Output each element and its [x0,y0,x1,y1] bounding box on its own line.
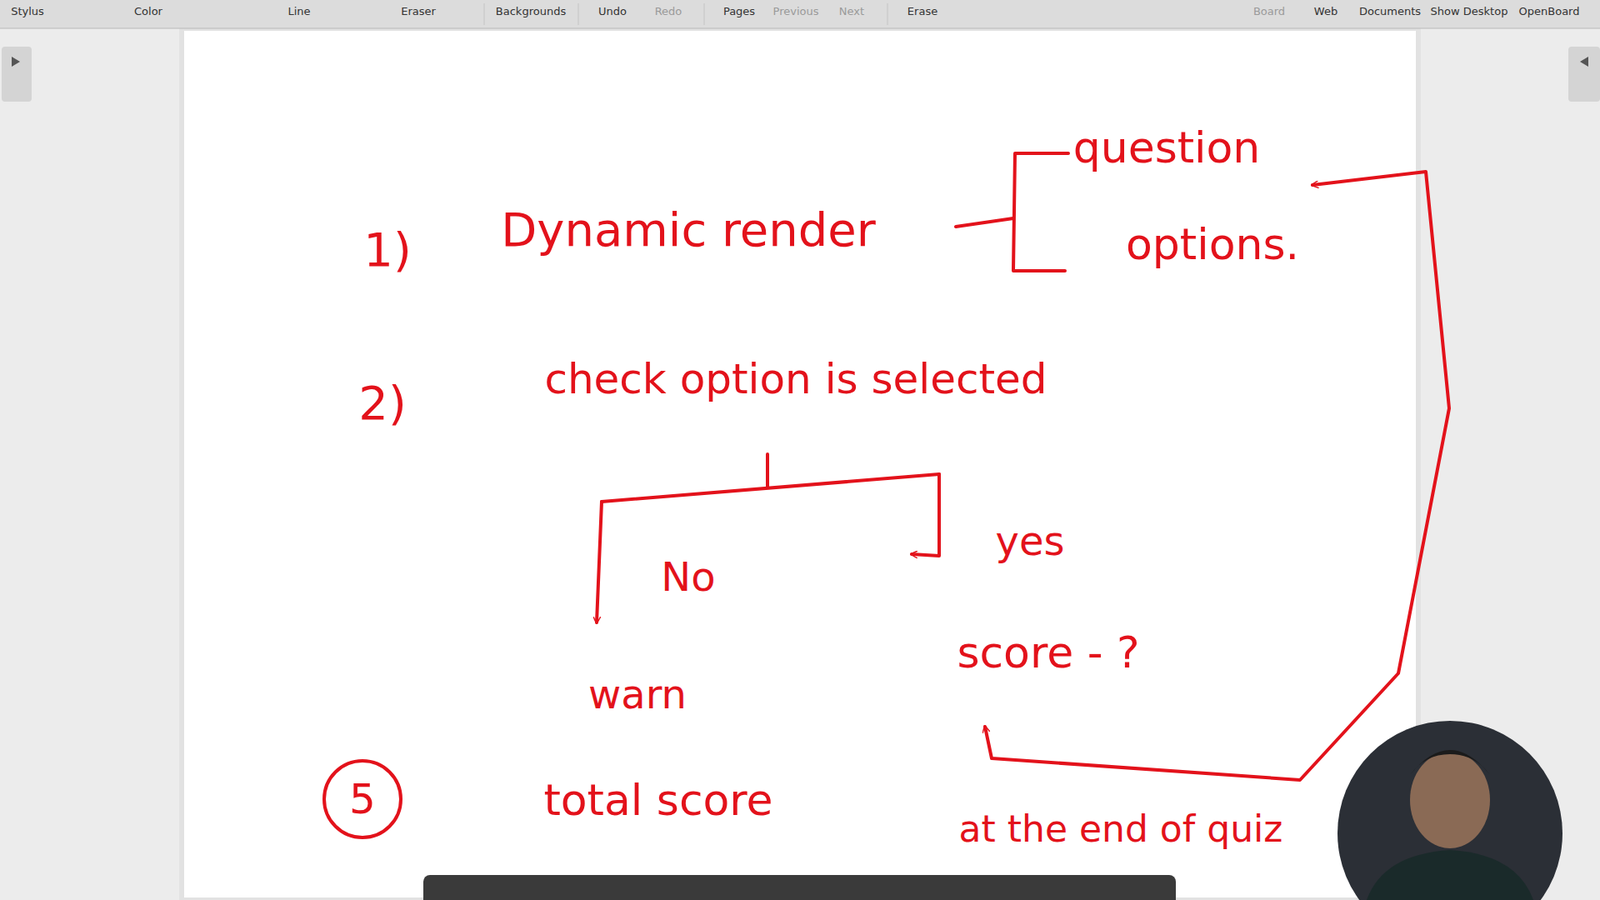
handwritten-note: options. [1125,220,1300,269]
toolbar-button: Previous [773,5,820,18]
branch-bar [601,474,940,502]
toolbar [0,0,1600,29]
toolbar-button: Stylus [10,5,45,18]
branch-label: yes [995,519,1065,564]
branch-label: No [660,555,715,600]
left-tab-icon [11,56,20,67]
board-page [181,28,1419,900]
handwritten-note: Dynamic render [500,204,876,256]
toolbar-button: Color [134,5,163,18]
toolbar-button: Pages [723,5,755,18]
toolbar-button: Undo [598,5,627,18]
right-tab-icon [1580,56,1589,67]
right-tab [1568,46,1600,102]
handwritten-note: at the end of quiz [959,809,1284,850]
handwritten-note: total score [543,776,773,825]
toolbar-button: OpenBoard [1519,5,1580,18]
toolbar-button: Eraser [400,5,436,18]
branch-no-arrow [596,501,602,623]
bracket [1013,153,1069,271]
bottom-tool-dock [423,875,1176,900]
toolbar-button: Erase [907,5,938,18]
loop-arrow [985,171,1450,780]
bracket-stem [955,218,1014,227]
toolbar-button: Redo [655,5,683,18]
toolbar-button: Web [1314,5,1338,18]
toolbar-button: Show Desktop [1430,5,1509,18]
handwritten-note: check option is selected [544,356,1047,403]
toolbar-button: Next [839,5,865,18]
toolbar-separators [484,3,888,25]
toolbar-button: Backgrounds [495,5,566,18]
toolbar-button: Line [287,5,310,18]
toolbar-button: Documents [1359,5,1421,18]
circled-number: 5 [321,758,404,840]
step-number: 2) [358,377,406,430]
webcam-overlay [1337,720,1563,900]
handwritten-note: warn [588,672,687,717]
handwritten-note: score - ? [956,629,1140,677]
step-number: 5 [349,776,376,823]
toolbar-button: Board [1253,5,1285,18]
toolbar-border [0,28,1600,30]
branch-yes-arrow [911,474,940,556]
handwritten-note: question [1073,124,1261,172]
step-number: 1) [363,224,411,276]
left-tab [1,46,32,102]
branch-stem [765,454,770,488]
